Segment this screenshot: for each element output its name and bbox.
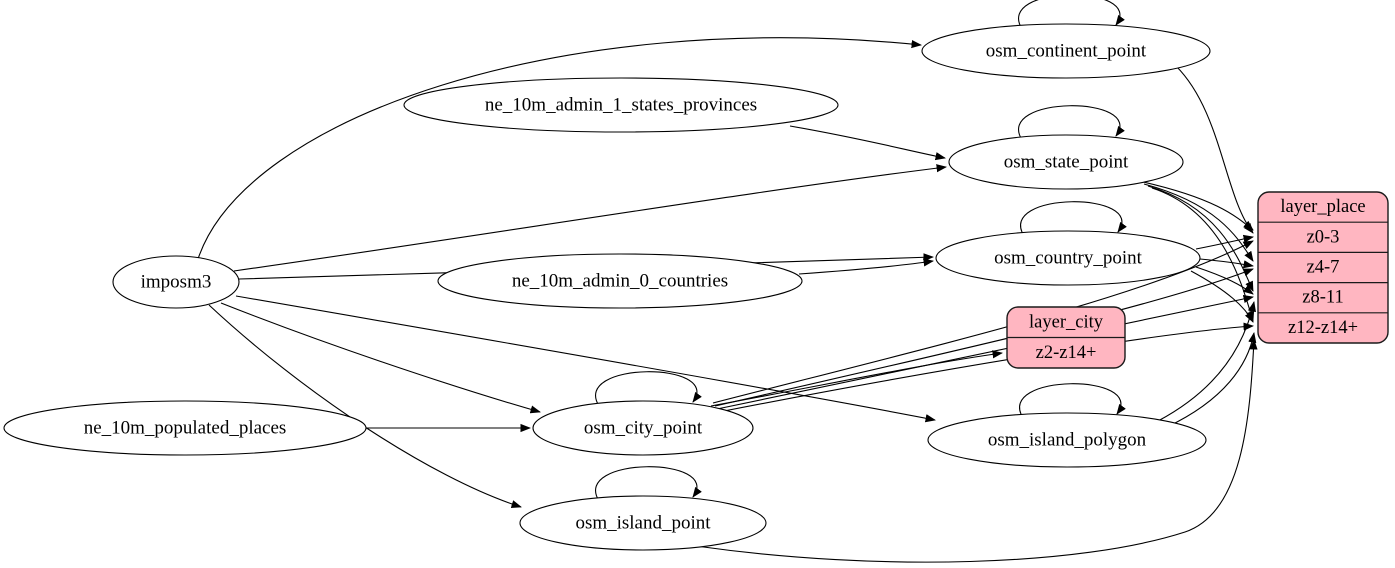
osm-island-polygon-label: osm_island_polygon bbox=[988, 430, 1147, 451]
ne-10m-populated-places-label: ne_10m_populated_places bbox=[84, 418, 287, 439]
layer-place-row-z4-7: z4-7 bbox=[1307, 258, 1340, 278]
imposm3-shape bbox=[112, 255, 240, 309]
osm-country-point-shape bbox=[935, 230, 1201, 286]
edge-osm-island-polygon-to-layer-place-z12-z14- bbox=[1166, 332, 1257, 428]
node-osm-state-point: osm_state_point bbox=[948, 134, 1184, 190]
edge-osm-continent-point-to-layer-place-z0-3 bbox=[1175, 65, 1254, 234]
osm-city-point-shape bbox=[532, 400, 754, 456]
osm-island-point-label: osm_island_point bbox=[575, 513, 711, 534]
edge-imposm3-to-osm-state-point bbox=[233, 164, 947, 272]
edge-osm-country-point-to-layer-place-z0-3 bbox=[1195, 234, 1254, 250]
osm-island-point-shape bbox=[519, 495, 767, 551]
edge-osm-state-point-to-osm-state-point bbox=[1018, 105, 1125, 141]
osm-country-point-label: osm_country_point bbox=[994, 248, 1142, 269]
osm-continent-point-label: osm_continent_point bbox=[986, 41, 1147, 62]
layer-place-row-z12-z14-: z12-z14+ bbox=[1288, 318, 1358, 338]
node-imposm3: imposm3 bbox=[112, 255, 240, 309]
node-osm-city-point: osm_city_point bbox=[532, 400, 754, 456]
layer-place-shape bbox=[1257, 191, 1389, 344]
edge-osm-city-point-to-layer-city-z2-z14- bbox=[710, 350, 1003, 407]
edge-osm-country-point-to-layer-place-z12-z14- bbox=[1190, 270, 1254, 323]
osm-city-point-label: osm_city_point bbox=[584, 418, 703, 439]
ne-10m-admin-1-states-provinces-shape bbox=[403, 77, 839, 133]
edge-ne-10m-admin-1-states-provinces-to-osm-state-point bbox=[789, 125, 946, 161]
node-osm-island-point: osm_island_point bbox=[519, 495, 767, 551]
node-osm-island-polygon: osm_island_polygon bbox=[927, 412, 1207, 468]
node-layer-place: layer_place z0-3 z4-7 z8-11 z12-z14+ bbox=[1257, 191, 1389, 344]
edge-osm-state-point-to-layer-place-z0-3 bbox=[1138, 180, 1254, 231]
node-layer-city: layer_city z2-z14+ bbox=[1006, 306, 1126, 369]
osm-state-point-shape bbox=[948, 134, 1184, 190]
edge-osm-island-point-to-layer-place-z12-z14- bbox=[695, 339, 1258, 563]
edge-osm-island-polygon-to-osm-island-polygon bbox=[1019, 383, 1126, 419]
edge-imposm3-to-osm-continent-point bbox=[197, 37, 922, 260]
edge-osm-island-point-to-osm-island-point bbox=[595, 466, 702, 502]
edge-ne-10m-admin-0-countries-to-osm-country-point bbox=[798, 258, 934, 275]
edge-osm-country-point-to-osm-country-point bbox=[1020, 201, 1127, 237]
layer-place-row-z0-3: z0-3 bbox=[1307, 227, 1340, 247]
node-ne-10m-populated-places: ne_10m_populated_places bbox=[3, 400, 367, 456]
edge-osm-country-point-to-layer-place-z4-7 bbox=[1199, 258, 1254, 269]
nodes-layer: imposm3 ne_10m_admin_1_states_provincesne… bbox=[3, 23, 1389, 551]
osm-island-polygon-shape bbox=[927, 412, 1207, 468]
edge-osm-city-point-to-osm-city-point bbox=[595, 371, 702, 407]
edge-osm-continent-point-to-osm-continent-point bbox=[1018, 0, 1125, 30]
layer-place-title: layer_place bbox=[1280, 197, 1365, 217]
node-osm-country-point: osm_country_point bbox=[935, 230, 1201, 286]
edge-osm-island-polygon-to-layer-place-z8-11 bbox=[1157, 301, 1256, 422]
layer-place-row-z8-11: z8-11 bbox=[1302, 288, 1343, 308]
edge-imposm3-to-osm-city-point bbox=[220, 302, 541, 414]
node-ne-10m-admin-0-countries: ne_10m_admin_0_countries bbox=[437, 253, 803, 309]
edge-osm-city-point-to-layer-place-z4-7 bbox=[714, 268, 1254, 407]
ne-10m-admin-0-countries-label: ne_10m_admin_0_countries bbox=[512, 271, 728, 292]
edge-osm-city-point-to-layer-place-z8-11 bbox=[716, 294, 1254, 410]
osm-state-point-label: osm_state_point bbox=[1004, 152, 1129, 173]
layer-city-title: layer_city bbox=[1029, 312, 1104, 332]
edge-osm-state-point-to-layer-place-z8-11 bbox=[1147, 185, 1254, 292]
edge-osm-state-point-to-layer-place-z4-7 bbox=[1143, 183, 1254, 262]
node-osm-continent-point: osm_continent_point bbox=[921, 23, 1211, 79]
ne-10m-admin-1-states-provinces-label: ne_10m_admin_1_states_provinces bbox=[485, 95, 757, 116]
edge-osm-country-point-to-layer-place-z8-11 bbox=[1195, 266, 1254, 295]
ne-10m-populated-places-shape bbox=[3, 400, 367, 456]
node-ne-10m-admin-1-states-provinces: ne_10m_admin_1_states_provinces bbox=[403, 77, 839, 133]
osm-continent-point-shape bbox=[921, 23, 1211, 79]
ne-10m-admin-0-countries-shape bbox=[437, 253, 803, 309]
edge-osm-city-point-to-layer-place-z12-z14- bbox=[718, 322, 1254, 413]
imposm3-label: imposm3 bbox=[141, 272, 212, 293]
layer-city-row-z2-z14-: z2-z14+ bbox=[1036, 343, 1097, 363]
edge-imposm3-to-osm-island-polygon bbox=[235, 295, 936, 423]
